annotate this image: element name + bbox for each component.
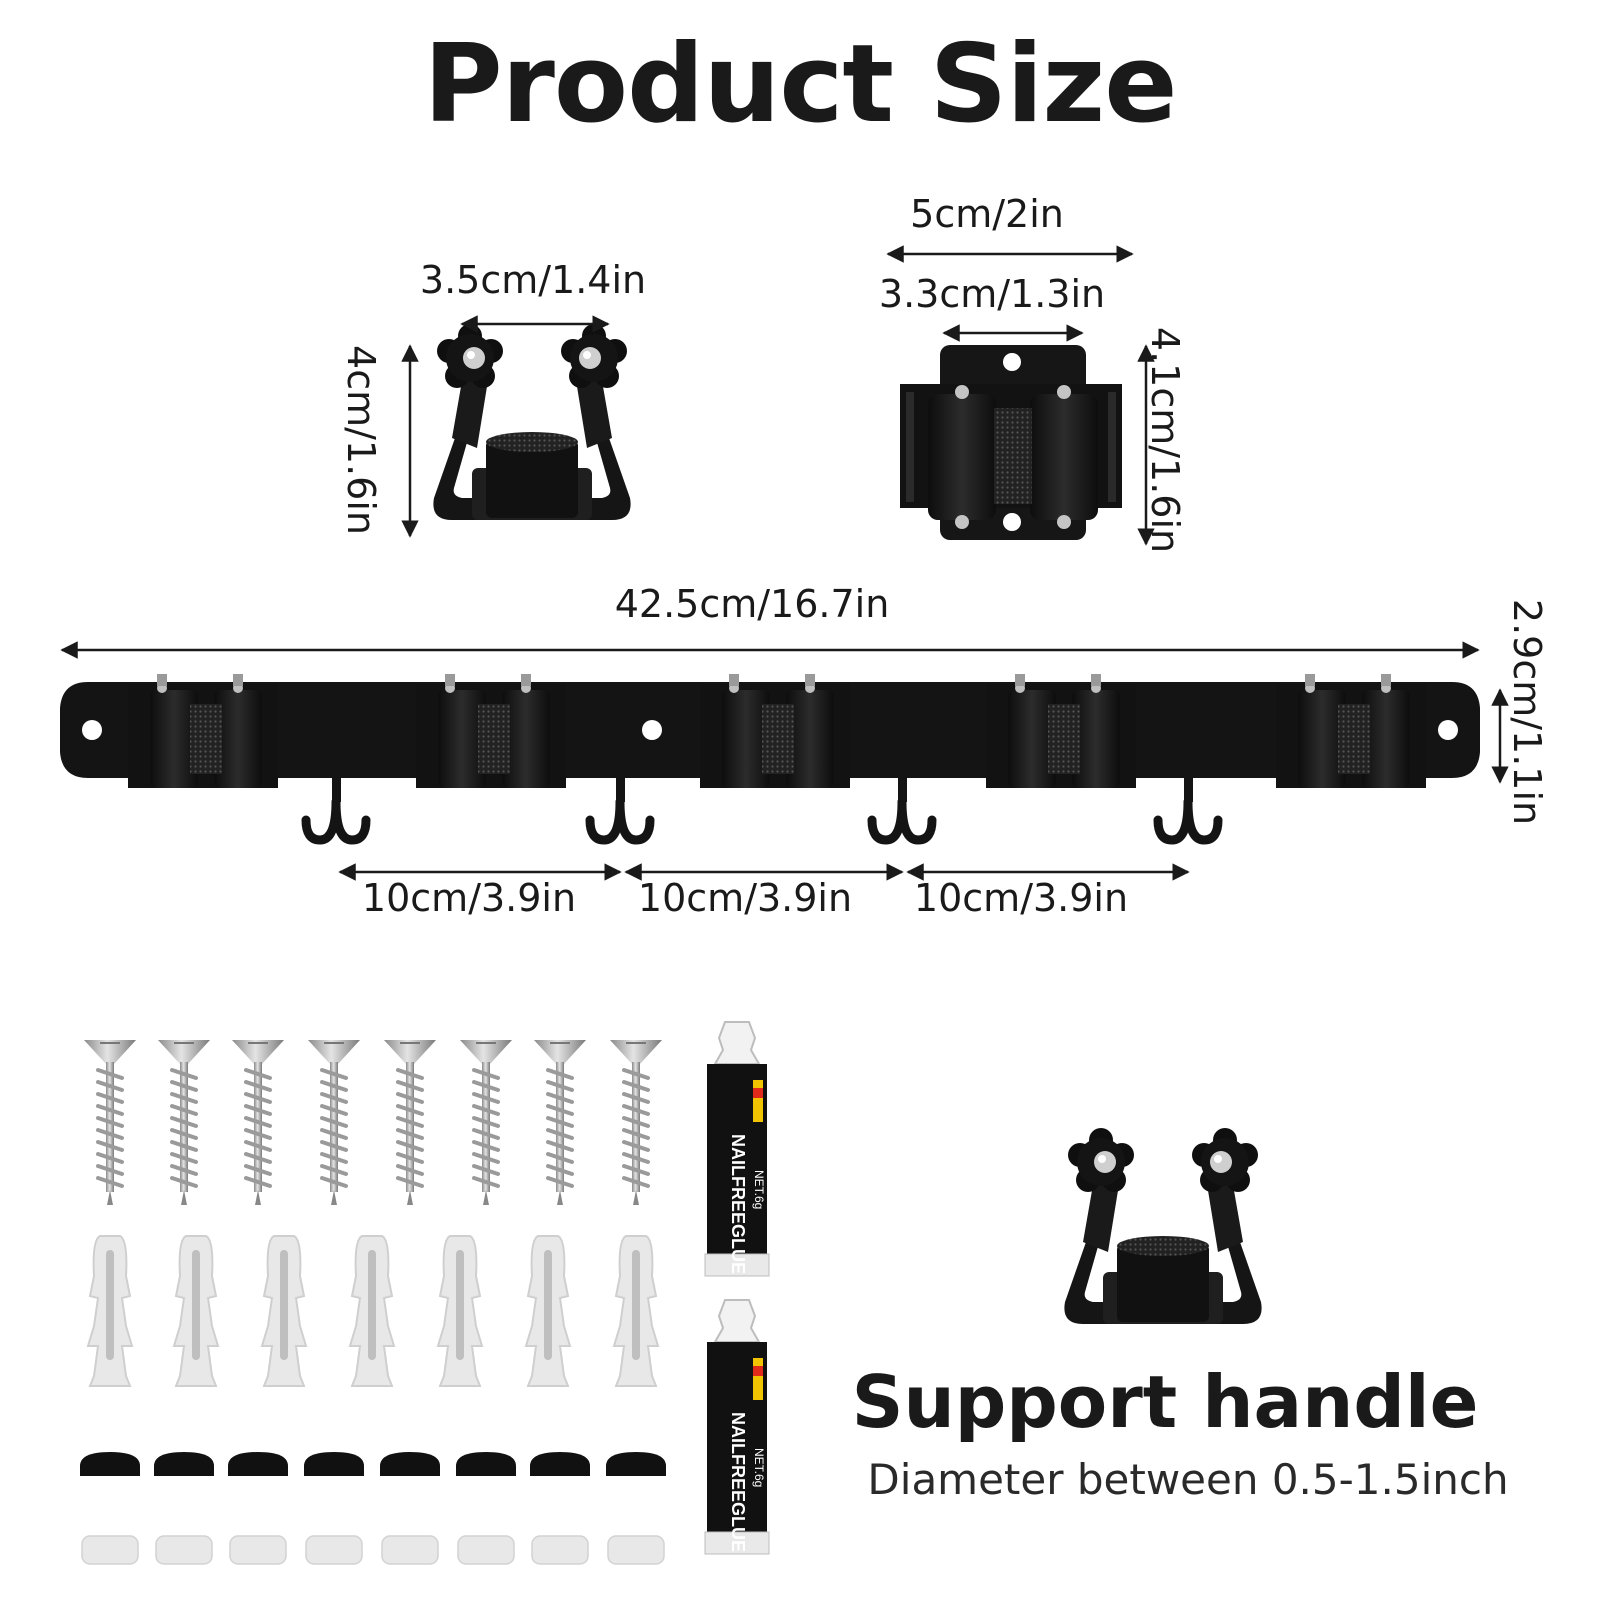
- holder-outer-width-label: 5cm/2in: [910, 192, 1064, 236]
- screw-icon: [608, 1038, 664, 1207]
- screw-icon: [382, 1038, 438, 1207]
- support-handle-subtitle: Diameter between 0.5-1.5inch: [867, 1455, 1509, 1504]
- wall-anchor-icon: [525, 1235, 571, 1387]
- clip-width-label: 3.5cm/1.4in: [419, 258, 647, 302]
- holder-inner-width-label: 3.3cm/1.3in: [878, 272, 1106, 316]
- wall-rail-icon: [60, 674, 1480, 840]
- wall-anchor-icon: [437, 1235, 483, 1387]
- support-handle-clip-icon: [1064, 1128, 1262, 1324]
- wall-anchor-icon: [349, 1235, 395, 1387]
- rail-length-label: 42.5cm/16.7in: [614, 582, 890, 626]
- screw-icon: [458, 1038, 514, 1207]
- wall-anchor-icon: [173, 1235, 219, 1387]
- page-title: Product Size: [423, 22, 1178, 147]
- screw-cap-base-icon: [81, 1535, 665, 1565]
- screw-cap-set: [80, 1452, 666, 1565]
- hook-spacing-label-1: 10cm/3.9in: [361, 876, 577, 920]
- screw-set: [82, 1038, 664, 1207]
- glue-tube-icon: [704, 1299, 770, 1555]
- screw-icon: [306, 1038, 362, 1207]
- screw-icon: [532, 1038, 588, 1207]
- glue-tube-icon: [704, 1021, 770, 1277]
- wall-anchor-icon: [261, 1235, 307, 1387]
- roller-holder-icon: [900, 345, 1122, 540]
- hook-spacing-label-2: 10cm/3.9in: [637, 876, 853, 920]
- screw-icon: [156, 1038, 212, 1207]
- anchor-set: [87, 1235, 659, 1387]
- screw-icon: [230, 1038, 286, 1207]
- spring-clip-icon: [433, 324, 631, 520]
- screw-icon: [82, 1038, 138, 1207]
- wall-anchor-icon: [87, 1235, 133, 1387]
- support-handle-title: Support handle: [851, 1360, 1479, 1444]
- hook-spacing-label-3: 10cm/3.9in: [913, 876, 1129, 920]
- wall-anchor-icon: [613, 1235, 659, 1387]
- screw-cap-icon: [80, 1452, 666, 1476]
